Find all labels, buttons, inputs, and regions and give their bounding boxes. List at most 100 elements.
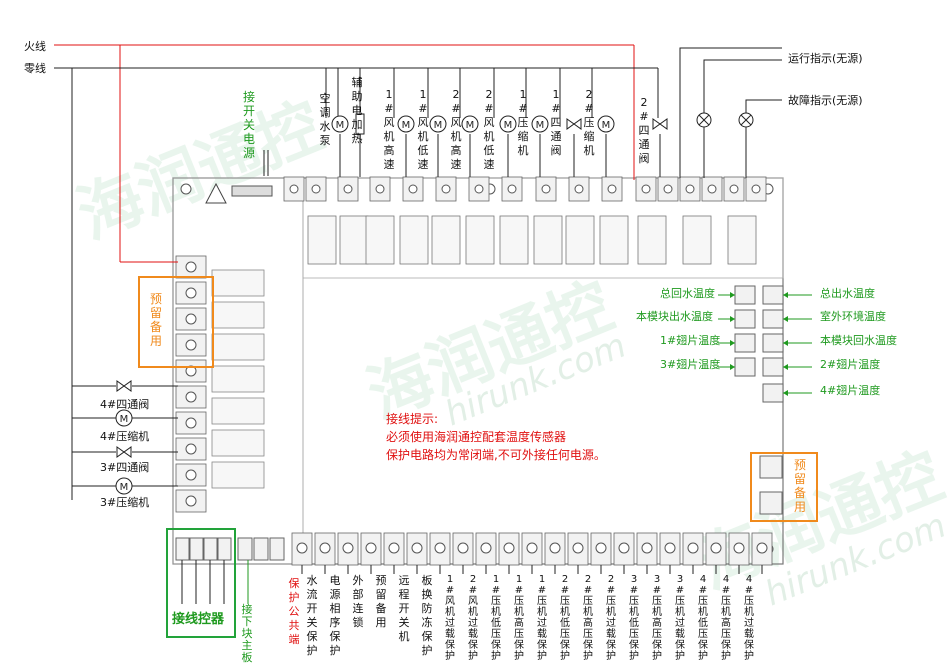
protection-label-11: 2#压机低压保护 xyxy=(560,574,570,662)
sensor-right-4: 4#翅片温度 xyxy=(820,384,881,397)
protection-label-0: 水流开关保护 xyxy=(306,574,318,657)
left-terminal-screw-2 xyxy=(185,313,197,325)
protection-label-8: 1#压机低压保护 xyxy=(491,574,501,662)
protection-label-1: 电源相序保护 xyxy=(329,574,341,657)
left-valve-2 xyxy=(116,446,132,458)
reserved-conn-right-1 xyxy=(759,491,783,515)
bottom-terminal-screw-6 xyxy=(434,542,446,554)
motor-symbol-2 xyxy=(397,115,415,133)
bottom-terminal-screw-19 xyxy=(733,542,745,554)
protection-label-18: 4#压机高压保护 xyxy=(721,574,731,662)
load-label-8: 2#压缩机 xyxy=(583,88,595,157)
left-load-1: 4#压缩机 xyxy=(100,430,150,443)
left-valve-0 xyxy=(116,380,132,392)
protection-label-2: 外部连锁 xyxy=(352,574,364,629)
left-relay-2 xyxy=(211,333,265,361)
protection-label-9: 1#压机高压保护 xyxy=(514,574,524,662)
bottom-terminal-screw-20 xyxy=(756,542,768,554)
bottom-terminal-screw-3 xyxy=(365,542,377,554)
lower-board-label: 接下块主板 xyxy=(241,603,253,664)
neutral-line-label: 零线 xyxy=(24,62,46,75)
motor-symbol-text-4: M xyxy=(466,120,475,131)
left-terminal-screw-1 xyxy=(185,287,197,299)
sensor-conn-right-0 xyxy=(762,285,784,305)
left-terminal-screw-6 xyxy=(185,417,197,429)
bottom-terminal-screw-11 xyxy=(549,542,561,554)
reserved-box-right xyxy=(750,452,818,522)
protection-label-10: 1#压机过载保护 xyxy=(537,574,547,662)
sensor-conn-left-1 xyxy=(734,309,756,329)
lamp-x2-1 xyxy=(740,114,752,126)
mount-hole-0 xyxy=(180,183,192,195)
sensor-arrow-left-2 xyxy=(730,340,735,346)
load-label-6: 1#压缩机 xyxy=(517,88,529,157)
protection-label-5: 板换防冻保护 xyxy=(421,574,433,657)
sensor-conn-right-2 xyxy=(762,333,784,353)
top-terminal-screw-4 xyxy=(408,184,418,194)
top-terminal-screw-12 xyxy=(663,184,673,194)
protection-label-6: 1#风机过载保护 xyxy=(445,574,455,662)
top-terminal-screw-9 xyxy=(574,184,584,194)
top-terminal-screw-13 xyxy=(685,184,695,194)
protection-label-3: 预留备用 xyxy=(375,574,387,629)
bottom-terminal-screw-16 xyxy=(664,542,676,554)
wiring-tip-line1: 必须使用海润通控配套温度传感器 xyxy=(386,430,567,444)
wiring-tip-title: 接线提示: xyxy=(386,412,439,426)
motor-symbol-8 xyxy=(597,115,615,133)
protection-label-14: 3#压机低压保护 xyxy=(629,574,639,662)
load-label-9: 2#四通阀 xyxy=(638,96,650,165)
reserved-conn-right-0 xyxy=(759,455,783,479)
top-terminal-screw-11 xyxy=(641,184,651,194)
left-terminal-screw-7 xyxy=(185,443,197,455)
motor-symbol-4 xyxy=(461,115,479,133)
reserved-label-left: 预留备用 xyxy=(149,292,162,348)
left-terminal-screw-5 xyxy=(185,391,197,403)
relay-6 xyxy=(499,215,529,265)
protection-label-12: 2#压机高压保护 xyxy=(583,574,593,662)
sensor-conn-right-3 xyxy=(762,357,784,377)
bottom-terminal-screw-4 xyxy=(388,542,400,554)
sensor-arrow-right-0 xyxy=(783,292,788,298)
top-terminal-screw-10 xyxy=(607,184,617,194)
sensor-arrow-right-1 xyxy=(783,316,788,322)
valve-symbol-7 xyxy=(566,118,582,130)
switch-power-label: 接开关电源 xyxy=(242,90,255,160)
sensor-conn-left-0 xyxy=(734,285,756,305)
lowerboard-terminal-1 xyxy=(253,537,269,561)
motor-symbol-6 xyxy=(531,115,549,133)
left-relay-6 xyxy=(211,461,265,489)
top-terminal-screw-3 xyxy=(375,184,385,194)
protection-label-19: 4#压机过载保护 xyxy=(744,574,754,662)
lamp-x2-0 xyxy=(698,114,710,126)
motor-symbol-text-5: M xyxy=(504,120,513,131)
motor-symbol-text-0: M xyxy=(336,120,345,131)
relay-7 xyxy=(533,215,563,265)
protection-label-16: 3#压机过载保护 xyxy=(675,574,685,662)
motor-symbol-3 xyxy=(429,115,447,133)
relay-4 xyxy=(431,215,461,265)
bottom-terminal-screw-15 xyxy=(641,542,653,554)
motor-symbol-text-2: M xyxy=(402,120,411,131)
bottom-terminal-screw-18 xyxy=(710,542,722,554)
left-relay-3 xyxy=(211,365,265,393)
top-terminal-screw-7 xyxy=(507,184,517,194)
top-terminal-screw-2 xyxy=(343,184,353,194)
load-label-4: 2#风机高速 xyxy=(450,88,462,171)
sensor-conn-left-2 xyxy=(734,333,756,353)
top-terminal-screw-15 xyxy=(729,184,739,194)
relay-9 xyxy=(599,215,629,265)
bottom-terminal-screw-12 xyxy=(572,542,584,554)
relay-3 xyxy=(399,215,429,265)
sensor-left-3: 3#翅片温度 xyxy=(660,358,721,371)
sensor-right-2: 本模块回水温度 xyxy=(820,334,897,347)
relay-5 xyxy=(465,215,495,265)
sensor-arrow-right-3 xyxy=(783,364,788,370)
top-terminal-screw-6 xyxy=(474,184,484,194)
sensor-left-1: 本模块出水温度 xyxy=(636,310,713,323)
top-terminal-screw-5 xyxy=(441,184,451,194)
fault-indicator-label: 故障指示(无源) xyxy=(788,94,863,107)
sensor-left-2: 1#翅片温度 xyxy=(660,334,721,347)
wiring-tip-line2: 保护电路均为常闭端,不可外接任何电源。 xyxy=(386,448,606,462)
left-terminal-screw-3 xyxy=(185,339,197,351)
